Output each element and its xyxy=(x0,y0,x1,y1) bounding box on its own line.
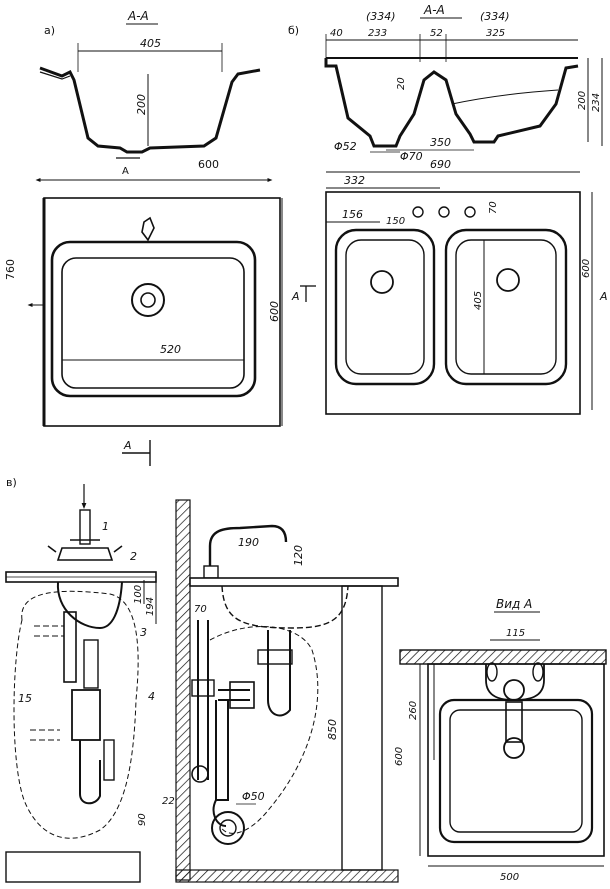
siphon-body xyxy=(71,689,101,741)
double-sink-right-bowl-outer xyxy=(444,228,568,386)
callout-4: 4 xyxy=(148,690,155,703)
dim-194-label: 194 xyxy=(145,597,156,616)
dim-405-right-label: 405 xyxy=(473,291,484,310)
supply-pipe xyxy=(197,620,209,780)
dim-600-side-label: 600 xyxy=(268,301,281,322)
callout-2: 2 xyxy=(130,550,137,563)
dim-120-label: 120 xyxy=(292,545,305,566)
view-a-mixer xyxy=(485,664,545,701)
callout-15: 15 xyxy=(18,692,32,705)
view-a-bowl-outer xyxy=(438,698,594,844)
callout-1: 1 xyxy=(102,520,109,533)
view-a-title: Вид А xyxy=(496,597,532,611)
dim-200-right-label: 200 xyxy=(577,91,588,110)
sewer-outlet xyxy=(211,811,245,845)
riser-pipe-left xyxy=(63,611,77,683)
dim-600-top-label: 600 xyxy=(198,158,219,171)
tap-hole-3 xyxy=(464,206,476,218)
floor-hatched xyxy=(175,869,399,883)
tap-hole-2 xyxy=(438,206,450,218)
single-sink-drain-outer xyxy=(131,283,165,317)
panel-v-letter: в) xyxy=(6,476,17,489)
dim-600-right-label: 600 xyxy=(581,259,592,278)
callout-3: 3 xyxy=(140,626,147,639)
dashed-zone-left xyxy=(13,590,139,839)
dim-phi70-label: Φ70 xyxy=(400,150,423,163)
dim-115-label: 115 xyxy=(506,628,525,639)
dim-600-view-label: 600 xyxy=(394,747,405,766)
dim-520-label: 520 xyxy=(160,343,181,356)
dim-100-label: 100 xyxy=(133,585,144,604)
dim-40-label: 40 xyxy=(330,28,343,39)
dim-156-label: 156 xyxy=(342,208,363,221)
dim-350-label: 350 xyxy=(430,136,451,149)
spout xyxy=(208,524,288,566)
dim-70-label: 70 xyxy=(488,201,499,214)
double-sink-countertop xyxy=(325,191,581,415)
double-sink-left-bowl-outer xyxy=(334,228,436,386)
left-drain-outer xyxy=(370,270,394,294)
view-a-countertop xyxy=(399,649,607,665)
dim-260-label: 260 xyxy=(408,701,419,720)
dim-850-label: 850 xyxy=(326,719,339,740)
siphon-outlet xyxy=(79,740,101,805)
single-sink-bowl-inner xyxy=(61,257,245,389)
dim-233-label: 233 xyxy=(368,28,387,39)
center-countertop xyxy=(189,577,399,587)
dim-20-label: 20 xyxy=(396,77,407,90)
panel-b-right-section-mark: А xyxy=(599,290,608,303)
dim-phi52-label: Φ52 xyxy=(334,140,357,153)
single-sink-section-profile xyxy=(39,66,261,154)
dim-22-label: 22 xyxy=(162,796,175,807)
view-a-bowl-inner xyxy=(449,709,583,833)
panel-a-section-title: А-А xyxy=(127,9,149,23)
dim-phi50-label: Φ50 xyxy=(242,790,265,803)
tap-hole-1 xyxy=(412,206,424,218)
bowl-outline-center xyxy=(221,585,349,629)
mixer-body xyxy=(47,539,123,561)
panel-b: б) А-А (334) (334) 40 233 52 325 20 200 … xyxy=(288,3,608,415)
bowl-outline-left xyxy=(56,581,123,630)
dim-234-label: 234 xyxy=(591,93,602,112)
dim-500-label: 500 xyxy=(500,872,519,883)
cabinet-side xyxy=(341,585,383,871)
siphon-center xyxy=(218,630,291,717)
tap-hole-mark xyxy=(141,216,155,242)
panel-a-plan-section-mark: А xyxy=(123,439,132,452)
dim-334-right-label: (334) xyxy=(480,10,510,23)
panel-v: в) 1 2 3 4 15 100 194 90 190 120 xyxy=(5,476,607,883)
wall-hatched xyxy=(175,499,191,881)
dim-200-label: 200 xyxy=(135,94,148,115)
dim-325-label: 325 xyxy=(486,28,505,39)
view-a-cabinet xyxy=(427,663,605,857)
double-sink-right-bowl-inner xyxy=(455,239,557,375)
dim-52-label: 52 xyxy=(430,28,443,39)
dim-760-label: 760 xyxy=(4,259,17,280)
dim-405-label: 405 xyxy=(140,37,161,50)
panel-b-section-title: А-А xyxy=(423,3,445,17)
dim-332-label: 332 xyxy=(344,174,365,187)
dim-70-center-label: 70 xyxy=(194,604,207,615)
dim-150-label: 150 xyxy=(386,216,405,227)
panel-b-letter: б) xyxy=(288,24,299,37)
dim-334-left-label: (334) xyxy=(366,10,396,23)
dim-90-label: 90 xyxy=(137,813,148,826)
drain-pipe xyxy=(212,700,229,827)
double-sink-section-profile xyxy=(324,58,579,148)
panel-a: а) А-А 405 200 А 600 760 520 600 xyxy=(4,9,283,466)
dim-190-label: 190 xyxy=(238,536,259,549)
panel-a-letter: а) xyxy=(44,24,55,37)
single-sink-bowl-outer xyxy=(50,240,257,398)
double-sink-left-bowl-inner xyxy=(345,239,425,375)
right-drain-outer xyxy=(496,268,520,292)
single-sink-drain-inner xyxy=(140,292,156,308)
panel-a-section-mark: А xyxy=(122,166,129,177)
left-floor xyxy=(5,851,141,883)
panel-b-left-section-mark: А xyxy=(291,290,300,303)
view-a-drain xyxy=(503,737,525,759)
dim-690-label: 690 xyxy=(430,158,451,171)
